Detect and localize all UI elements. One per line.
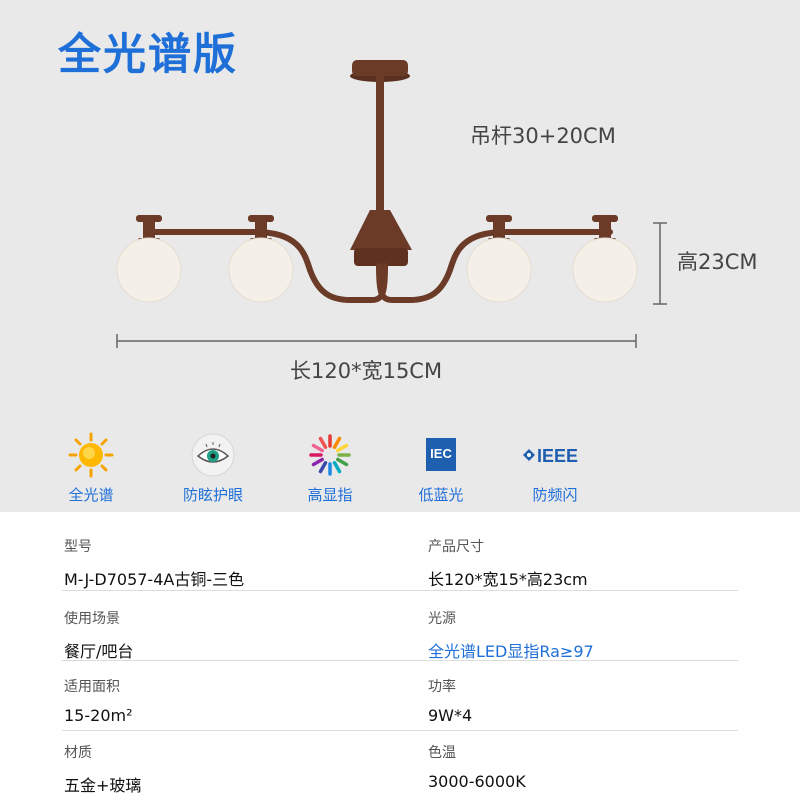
spec-power: 功率 9W*4	[428, 676, 472, 725]
feature-flicker-free: IEEE 防频闪	[500, 432, 610, 505]
product-hero: 全光谱版 吊杆30+20CM 高23CM 长120*宽15CM 全光谱	[0, 0, 800, 512]
spec-scene: 使用场景 餐厅/吧台	[64, 608, 133, 662]
spec-key: 适用面积	[64, 679, 120, 695]
feature-full-spectrum: 全光谱	[36, 432, 146, 505]
eye-icon	[191, 433, 235, 477]
spec-key: 光源	[428, 611, 456, 627]
feature-label: 防眩护眼	[182, 486, 243, 504]
feature-low-blue-light: IEC 低蓝光	[386, 432, 496, 505]
spec-value: 长120*宽15*高23cm	[428, 570, 588, 589]
suspension-rod	[376, 76, 384, 216]
svg-text:IEC: IEC	[430, 446, 452, 461]
center-hub	[350, 210, 412, 250]
spec-value: 15-20m²	[64, 706, 133, 725]
spec-key: 使用场景	[64, 611, 120, 627]
rod-length-label: 吊杆30+20CM	[470, 124, 616, 148]
spec-value: 全光谱LED显指Ra≥97	[428, 642, 594, 661]
spec-color-temp: 色温 3000-6000K	[428, 742, 526, 791]
height-label: 高23CM	[677, 250, 758, 274]
height-dimension-line	[653, 222, 667, 305]
length-width-label: 长120*宽15CM	[290, 359, 443, 383]
sun-icon	[68, 432, 114, 478]
globe-4	[572, 215, 638, 303]
spec-value: 五金+玻璃	[64, 776, 142, 795]
globe-3	[466, 215, 532, 303]
feature-anti-glare: 防眩护眼	[158, 432, 268, 505]
spec-value: 3000-6000K	[428, 772, 526, 791]
ieee-logo-icon: IEEE	[523, 446, 578, 466]
page-title: 全光谱版	[58, 30, 238, 80]
spec-key: 色温	[428, 745, 456, 761]
spec-key: 型号	[64, 539, 92, 555]
spec-key: 功率	[428, 679, 456, 695]
feature-label: 全光谱	[68, 486, 114, 504]
feature-label: 高显指	[307, 486, 353, 504]
spec-size: 产品尺寸 长120*宽15*高23cm	[428, 536, 588, 590]
spec-table: 型号 M-J-D7057-4A古铜-三色 产品尺寸 长120*宽15*高23cm…	[0, 512, 800, 800]
spec-material: 材质 五金+玻璃	[64, 742, 141, 796]
length-dimension-line	[116, 334, 637, 348]
spec-divider	[62, 730, 738, 731]
feature-label: 防频闪	[532, 486, 578, 504]
right-arm	[376, 229, 613, 303]
spec-value: 餐厅/吧台	[64, 642, 134, 661]
svg-text:IEEE: IEEE	[537, 446, 578, 466]
spec-light-source: 光源 全光谱LED显指Ra≥97	[428, 608, 594, 662]
center-hub-base	[354, 248, 408, 266]
color-wheel-icon	[309, 434, 351, 476]
spec-model: 型号 M-J-D7057-4A古铜-三色	[64, 536, 244, 590]
spec-divider	[62, 590, 738, 591]
iec-logo-icon: IEC	[426, 438, 456, 471]
globe-2	[228, 215, 294, 303]
feature-high-cri: 高显指	[275, 432, 385, 505]
spec-value: M-J-D7057-4A古铜-三色	[64, 570, 245, 589]
spec-divider	[62, 660, 738, 661]
feature-label: 低蓝光	[418, 486, 464, 504]
spec-value: 9W*4	[428, 706, 473, 725]
spec-key: 材质	[64, 745, 92, 761]
ceiling-canopy-body	[352, 60, 408, 76]
pendant-lamp-illustration	[116, 60, 667, 348]
globe-1	[116, 215, 182, 303]
spec-key: 产品尺寸	[428, 539, 484, 555]
spec-area: 适用面积 15-20m²	[64, 676, 133, 725]
